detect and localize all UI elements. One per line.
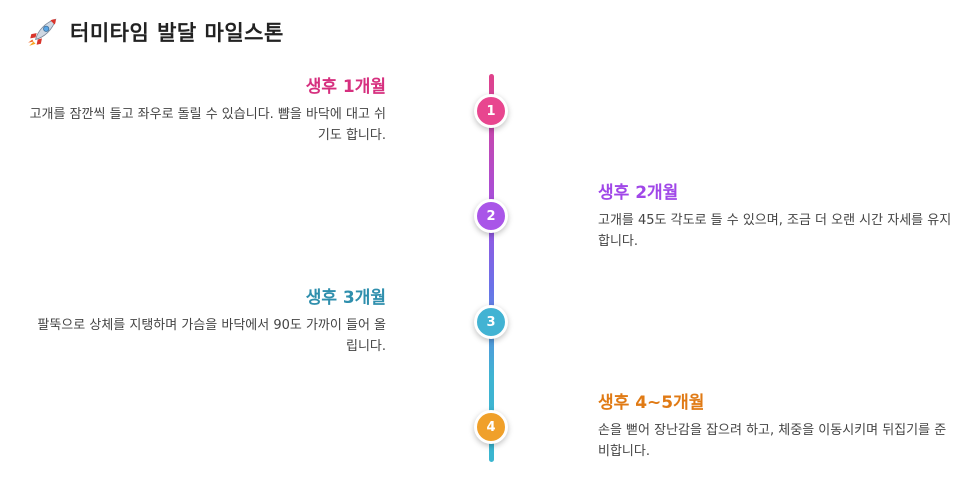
timeline-line (489, 74, 494, 462)
milestone-title: 생후 1개월 (305, 77, 386, 97)
timeline-node-1: 1 (474, 94, 508, 128)
timeline-node-2: 2 (474, 199, 508, 233)
milestone-title: 생후 3개월 (305, 288, 386, 308)
milestone-card-2: 생후 2개월 고개를 45도 각도로 들 수 있으며, 조금 더 오랜 시간 자… (598, 182, 958, 252)
milestone-description: 팔뚝으로 상체를 지탱하며 가슴을 바닥에서 90도 가까이 들어 올립니다. (37, 318, 386, 354)
rocket-icon (28, 18, 57, 46)
milestone-card-1: 생후 1개월 고개를 잠깐씩 들고 좌우로 돌릴 수 있습니다. 뺨을 바닥에 … (26, 76, 386, 146)
page-title: 터미타임 발달 마일스톤 (70, 21, 284, 45)
milestone-title: 생후 2개월 (598, 183, 679, 203)
milestone-description: 고개를 45도 각도로 들 수 있으며, 조금 더 오랜 시간 자세를 유지합니… (598, 213, 952, 249)
timeline-node-4: 4 (474, 410, 508, 444)
timeline-node-3: 3 (474, 305, 508, 339)
milestone-card-3: 생후 3개월 팔뚝으로 상체를 지탱하며 가슴을 바닥에서 90도 가까이 들어… (26, 287, 386, 357)
page-header: 터미타임 발달 마일스톤 (26, 14, 284, 50)
milestone-card-4: 생후 4~5개월 손을 뻗어 장난감을 잡으려 하고, 체중을 이동시키며 뒤집… (598, 392, 958, 462)
milestone-description: 고개를 잠깐씩 들고 좌우로 돌릴 수 있습니다. 뺨을 바닥에 대고 쉬기도 … (29, 107, 386, 143)
milestone-title: 생후 4~5개월 (598, 393, 705, 413)
milestone-description: 손을 뻗어 장난감을 잡으려 하고, 체중을 이동시키며 뒤집기를 준비합니다. (598, 423, 947, 459)
